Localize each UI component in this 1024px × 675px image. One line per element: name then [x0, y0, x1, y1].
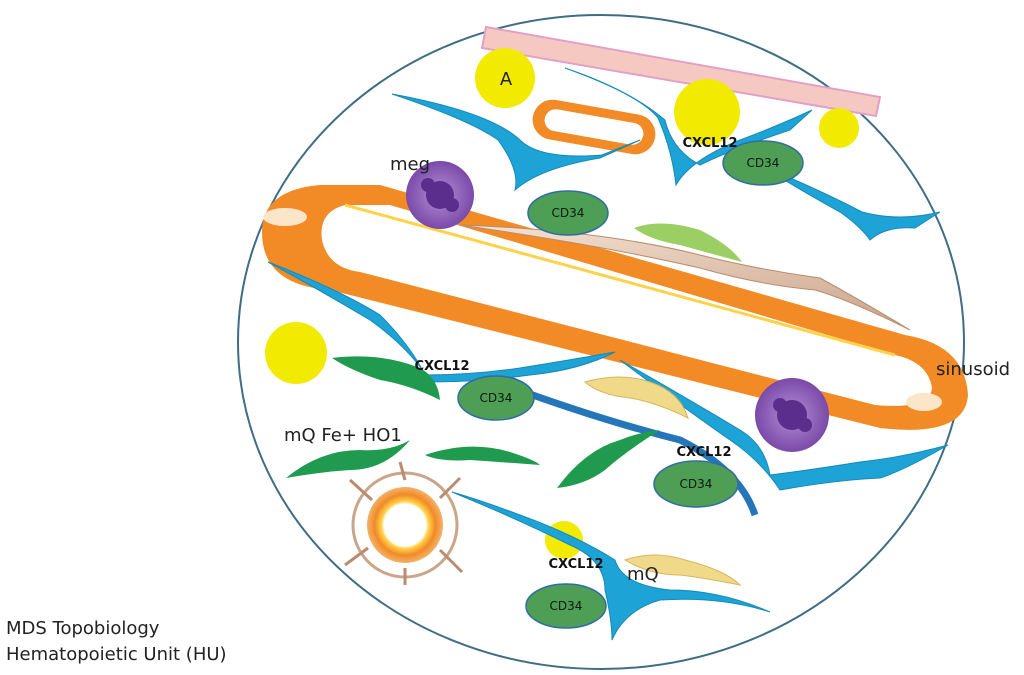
megakaryocyte: [406, 161, 474, 229]
cxcl12-label: CXCL12: [548, 557, 603, 572]
cd34-label: CD34: [550, 599, 583, 613]
stromal-cell: [564, 67, 813, 187]
stromal-cell: [267, 261, 616, 383]
green-macrophage: [557, 430, 660, 488]
megakaryocyte-label: meg: [390, 154, 430, 175]
sinusoid-vessel: [262, 185, 968, 430]
macrophage-label: mQ: [627, 564, 659, 585]
green-macrophage: [425, 446, 540, 465]
stromal-cell: [619, 359, 949, 491]
adipocyte: [674, 79, 740, 145]
cd34-label: CD34: [747, 156, 780, 170]
cxcl12-label: CXCL12: [682, 136, 737, 151]
sinusoid-label: sinusoid: [936, 359, 1010, 380]
green-macrophage: [286, 440, 410, 478]
cd34-cell: [525, 583, 607, 629]
yellow-macrophage: [583, 376, 689, 419]
cd34-cell: [527, 190, 609, 236]
caption-line-2: Hematopoietic Unit (HU): [6, 644, 227, 665]
caption-line-1: MDS Topobiology: [6, 618, 160, 639]
cd34-label: CD34: [480, 391, 513, 405]
cd34-label: CD34: [680, 477, 713, 491]
stromal-cell: [759, 164, 941, 241]
green-macrophage: [634, 223, 742, 262]
cd34-cell: [457, 375, 535, 421]
adipocyte: [819, 108, 859, 148]
megakaryocyte: [755, 378, 829, 452]
fibroblast: [459, 224, 911, 331]
small-vessel: [532, 99, 656, 155]
adipocyte: [475, 48, 535, 108]
cxcl12-label: CXCL12: [414, 359, 469, 374]
ring-cell: [344, 461, 464, 585]
yellow-macrophage: [623, 554, 742, 586]
adipocyte-label: A: [500, 69, 513, 90]
adipocyte: [265, 322, 327, 384]
cd34-cell: [722, 140, 804, 186]
bone-trabecula: [480, 25, 882, 118]
green-macrophage: [332, 356, 440, 400]
iron-macrophage-label: mQ Fe+ HO1: [284, 425, 402, 446]
stromal-cell: [451, 491, 771, 641]
stromal-cell: [391, 93, 641, 192]
stromal-process: [503, 381, 759, 517]
cd34-label: CD34: [552, 206, 585, 220]
cxcl12-label: CXCL12: [676, 445, 731, 460]
cd34-cell: [653, 460, 739, 508]
